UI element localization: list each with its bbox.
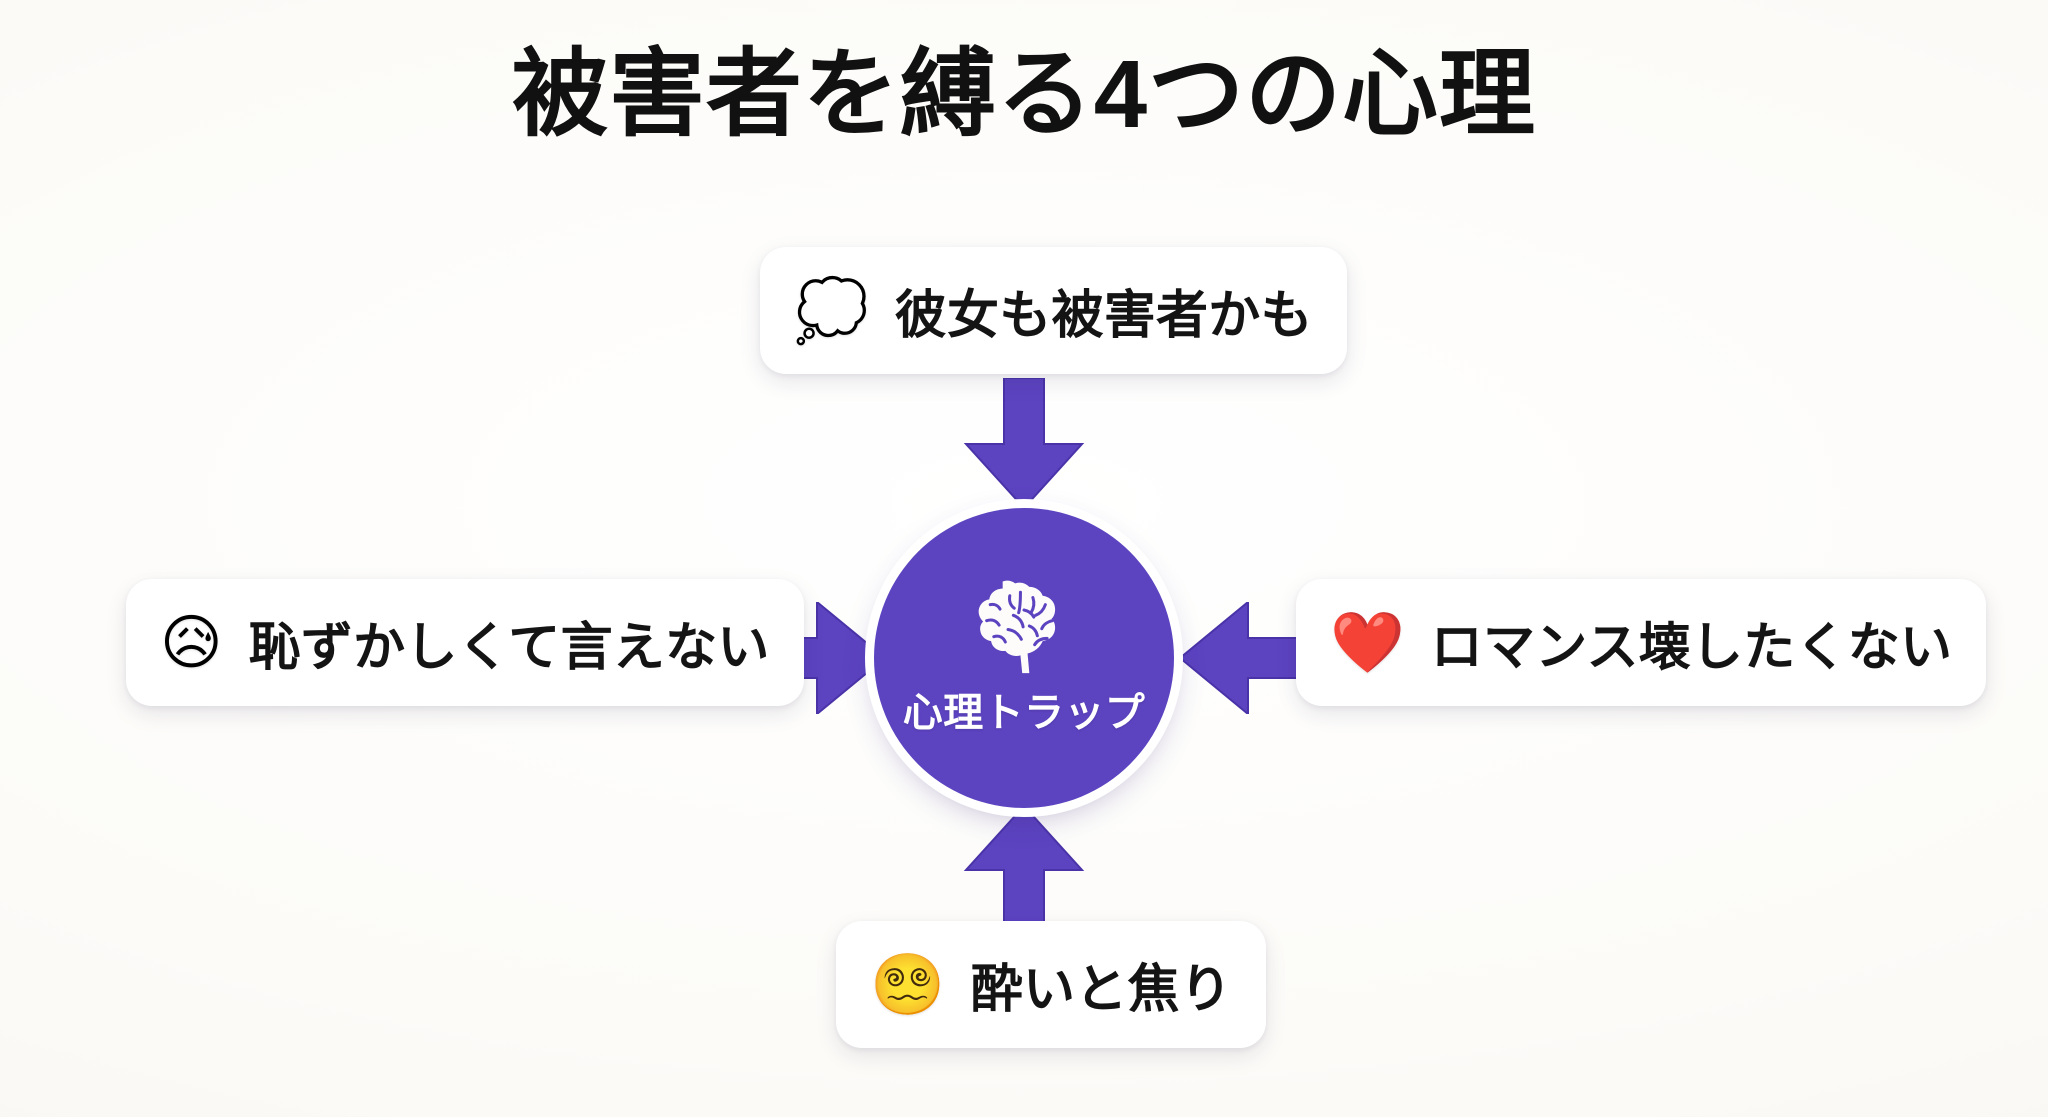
card-top[interactable]: 💭 彼女も被害者かも: [760, 247, 1347, 374]
card-bottom-label: 酔いと焦り: [970, 961, 1233, 1019]
center-node-label: 心理トラップ: [902, 691, 1146, 735]
arrow-left-to-center: [1180, 602, 1310, 714]
card-left[interactable]: 😥 恥ずかしくて言えない: [126, 579, 804, 706]
card-right[interactable]: ❤️ ロマンス壊したくない: [1296, 579, 1987, 706]
arrow-down-to-center: [960, 378, 1088, 508]
center-node-psychological-trap[interactable]: 心理トラップ: [874, 508, 1174, 808]
arrow-up-to-center: [960, 806, 1088, 936]
card-right-label: ロマンス壊したくない: [1430, 619, 1953, 677]
red-heart-emoji: ❤️: [1330, 608, 1405, 676]
card-bottom[interactable]: 😵‍💫 酔いと焦り: [836, 921, 1267, 1048]
thought-balloon-emoji: 💭: [794, 276, 869, 344]
sad-but-relieved-face-emoji: 😥: [160, 608, 223, 676]
brain-icon: [978, 580, 1056, 674]
card-top-label: 彼女も被害者かも: [894, 287, 1313, 345]
page-title: 被害者を縛る4つの心理: [512, 41, 1536, 148]
face-with-spiral-eyes-emoji: 😵‍💫: [870, 950, 945, 1018]
card-left-label: 恥ずかしくて言えない: [248, 619, 770, 677]
